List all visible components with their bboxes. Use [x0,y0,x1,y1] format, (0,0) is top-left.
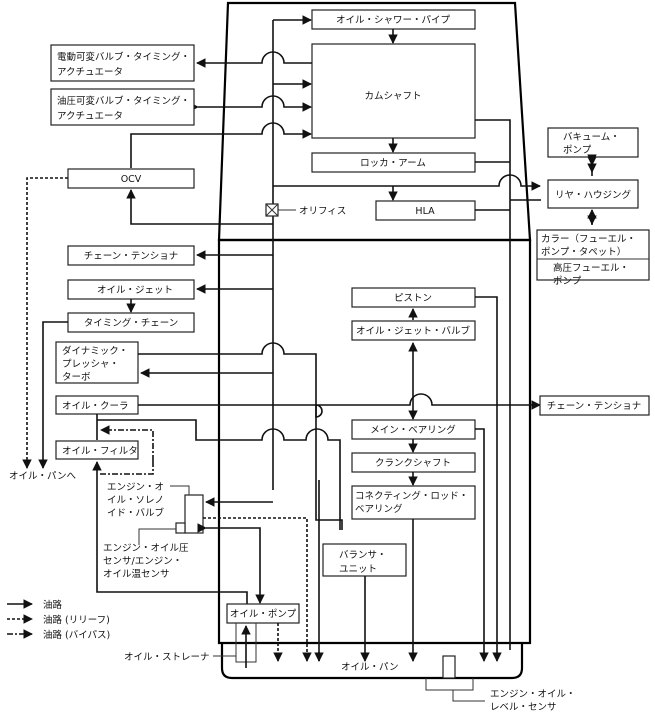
oil-filter-label: オイル・フィルタ [62,446,138,457]
evvt-label-1: 電動可変バルブ・タイミング・ [57,51,190,63]
oil-pan-outline [220,643,524,680]
oil-filter-box [55,440,139,460]
conrod-label-2: ベアリング [355,503,403,515]
sensor-leader [138,528,176,545]
level-sensor-label-1: エンジン・オイル・ [490,689,576,700]
chain-tensioner-right-label: チェーン・テンショナ [547,401,642,412]
timing-chain-return [38,321,68,469]
collar-label-1: カラー（フューエル・ [541,233,636,245]
ocv-relief-line [22,177,68,469]
line-to-rear-housing [273,174,541,191]
solenoid-label-2: イル・ソレノ [107,495,164,506]
legend-dotted-label: 油路 (リリーフ) [43,614,110,626]
legend-dashdot-label: 油路 (バイパス) [43,629,110,641]
hp-fuel-pump-label-2: ポンプ [553,276,582,287]
line-ocv-cam [130,122,312,168]
oil-jet-label: オイル・ジェット [97,285,173,296]
oil-shower-pipe-label: オイル・シャワー・パイプ [336,15,451,26]
collar-label-2: ポンプ・タペット） [541,246,626,258]
turbo-return-to-balancer [138,342,343,530]
cooler-to-gallery [97,419,341,530]
piston-return [475,296,502,662]
oil-strainer-label: オイル・ストレーナ [124,652,210,663]
sensor-symbol [175,522,186,534]
chain-tensioner-right-box [539,395,650,416]
main-bearing-return [475,428,489,662]
level-sensor-bracket [425,678,474,691]
rear-housing-box [547,179,639,209]
level-sensor-label-2: レベル・センサ [490,702,557,713]
filter-bypass-line [100,425,154,461]
balancer-label-1: バランサ・ [339,550,387,561]
solenoid-valve-symbol [184,494,204,534]
turbo-box [55,341,139,384]
timing-chain-label: タイミング・チェーン [84,317,179,329]
crankshaft-label: クランクシャフト [375,458,451,469]
balancer-unit-box [322,543,407,577]
to-oil-pan-label: オイル・パンへ [9,471,76,482]
sensor-label-1: エンジン・オイル圧 [103,543,189,554]
vacuum-pump-label-1: バキューム・ [563,132,620,143]
turbo-label-3: ターボ [62,372,91,383]
oil-jet-valve-box [351,320,476,341]
legend: 油路 油路 (リリーフ) 油路 (バイパス) [7,599,110,641]
solenoid-leader [170,485,190,495]
hp-fuel-pump-label-1: 高圧フューエル・ [553,262,629,274]
piston-label: ピストン [394,293,432,304]
rocker-arm-label: ロッカ・アーム [360,158,426,169]
turbo-label-2: プレッシャ・ [62,359,119,370]
sensor-label-3: オイル温センサ [103,569,170,580]
level-sensor-symbol [442,655,456,679]
vacuum-pump-box [547,127,639,158]
oil-pump-box [226,603,300,624]
line-to-chain-tensioner-right [138,393,540,418]
hvvt-label-1: 油圧可変バルブ・タイミング・ [57,95,190,107]
line-hvvt-cam [189,95,312,112]
oil-pump-label: オイル・ポンプ [230,609,297,620]
turbo-label-1: ダイナミック・ [62,345,128,357]
hla-label: HLA [415,206,435,217]
solenoid-pump-line [197,523,265,604]
orifice-x-icon [265,203,279,217]
orifice-label: オリフィス [299,206,346,217]
balancer-label-2: ユニット [339,564,377,575]
solenoid-label-1: エンジン・オ [107,482,164,493]
hvvt-label-2: アクチュエータ [57,111,123,122]
chain-tensioner-left-box [67,245,195,266]
line-to-ocv [126,189,273,225]
vacuum-pump-label-2: ポンプ [563,145,592,156]
collar-hp-fuel-pump-box [536,229,650,281]
oil-cooler-label: オイル・クーラ [62,401,129,412]
conrod-label-1: コネクティング・ロッド・ [355,490,468,502]
solenoid-label-3: イド・バルブ [107,507,165,519]
conrod-bearing-box [351,485,476,520]
legend-solid-label: 油路 [43,599,63,611]
chain-tensioner-left-label: チェーン・テンショナ [84,251,179,262]
cylinder-block-outline [217,238,532,645]
oil-pan-label: オイル・パン [341,662,398,673]
main-bearing-label: メイン・ベアリング [370,424,456,436]
cam-return-line [475,119,511,650]
sensor-label-2: センサ/エンジン・ [103,556,182,567]
line-to-evvt [196,51,312,68]
level-sensor-leader [452,690,485,702]
camshaft-label: カムシャフト [364,91,421,102]
evvt-actuator-box [50,44,195,82]
evvt-label-2: アクチュエータ [57,67,123,78]
ocv-label: OCV [121,174,142,185]
filter-bypass-bottom [100,461,154,475]
camshaft-box [311,43,476,139]
rear-housing-label: リヤ・ハウジング [555,189,632,201]
hvvt-actuator-box [50,88,195,126]
oil-jet-valve-label: オイル・ジェット・バルブ [356,325,471,337]
